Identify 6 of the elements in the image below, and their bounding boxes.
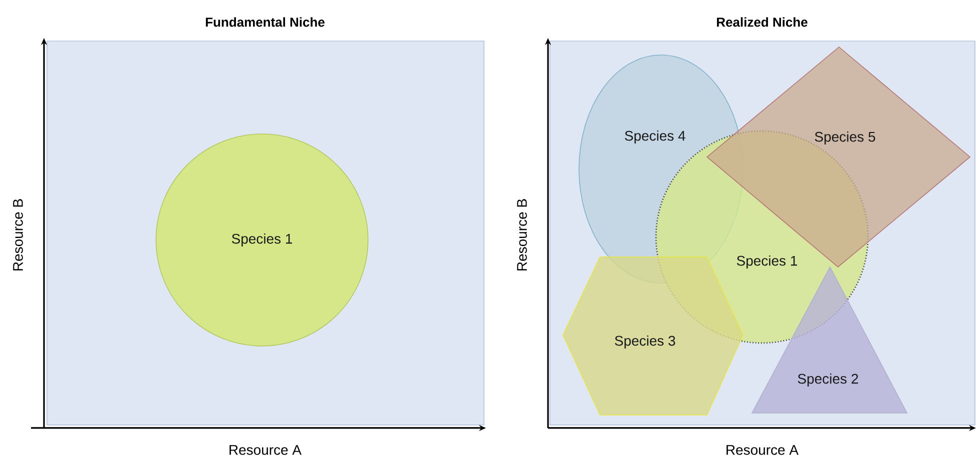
axis-label: Resource B bbox=[13, 199, 23, 270]
axis-label: Resource B bbox=[517, 199, 527, 270]
node-label: Realized Niche bbox=[716, 17, 808, 27]
axis-label: Resource A bbox=[230, 445, 302, 455]
node-label: Fundamental Niche bbox=[206, 17, 325, 27]
axis-label: Resource A bbox=[726, 445, 799, 455]
